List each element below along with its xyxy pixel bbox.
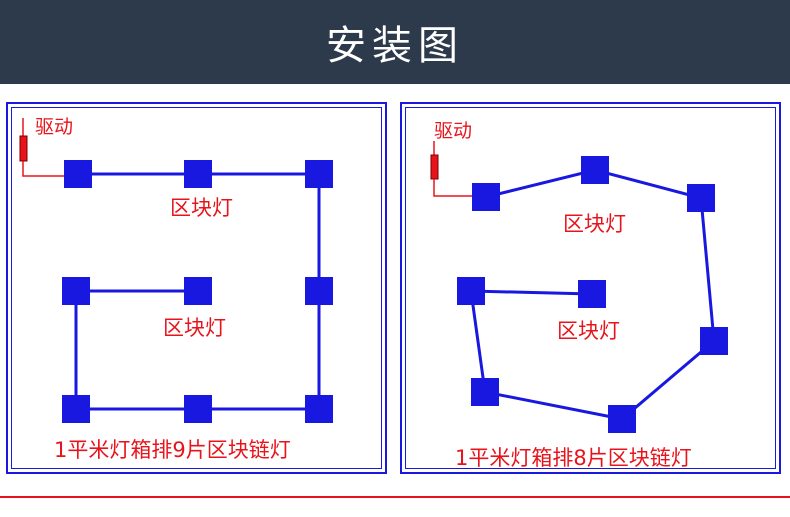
light-module-5 <box>305 395 333 423</box>
header-banner: 安装图 <box>0 0 790 84</box>
light-module-9 <box>184 277 212 305</box>
wiring-diagram-right <box>430 141 728 433</box>
light-module-7 <box>62 395 90 423</box>
wiring-diagram-left <box>19 118 333 423</box>
panel-caption: 1平米灯箱排9片区块链灯 <box>54 438 291 462</box>
panel-caption: 1平米灯箱排8片区块链灯 <box>455 446 692 470</box>
driver-label: 驱动 <box>35 116 74 138</box>
light-module-4 <box>305 277 333 305</box>
driver-unit <box>430 141 474 197</box>
light-module-7 <box>457 277 485 305</box>
footer-divider <box>0 496 790 498</box>
zone-label-top: 区块灯 <box>170 196 233 220</box>
light-module-4 <box>700 327 728 355</box>
light-module-8 <box>578 280 606 308</box>
light-module-6 <box>471 378 499 406</box>
light-module-3 <box>687 184 715 212</box>
zone-label-middle: 区块灯 <box>163 316 226 340</box>
light-module-2 <box>581 156 609 184</box>
installation-diagram-9-modules: 驱动 区块灯 区块灯 1平米灯箱排9片区块链灯 <box>6 102 387 474</box>
page-title: 安装图 <box>326 23 464 69</box>
light-module-3 <box>305 160 333 188</box>
driver-unit <box>19 118 64 177</box>
light-module-6 <box>184 395 212 423</box>
chain-wire <box>74 172 321 411</box>
light-module-2 <box>184 160 212 188</box>
light-module-1 <box>64 160 92 188</box>
zone-label-top: 区块灯 <box>563 212 626 236</box>
zone-label-middle: 区块灯 <box>557 319 620 343</box>
chain-wire <box>469 168 716 421</box>
installation-diagram-8-modules: 驱动 区块灯 区块灯 1平米灯箱排8片区块链灯 <box>400 102 781 474</box>
light-module-1 <box>472 183 500 211</box>
light-module-5 <box>608 405 636 433</box>
light-module-8 <box>62 277 90 305</box>
driver-label: 驱动 <box>434 120 473 142</box>
